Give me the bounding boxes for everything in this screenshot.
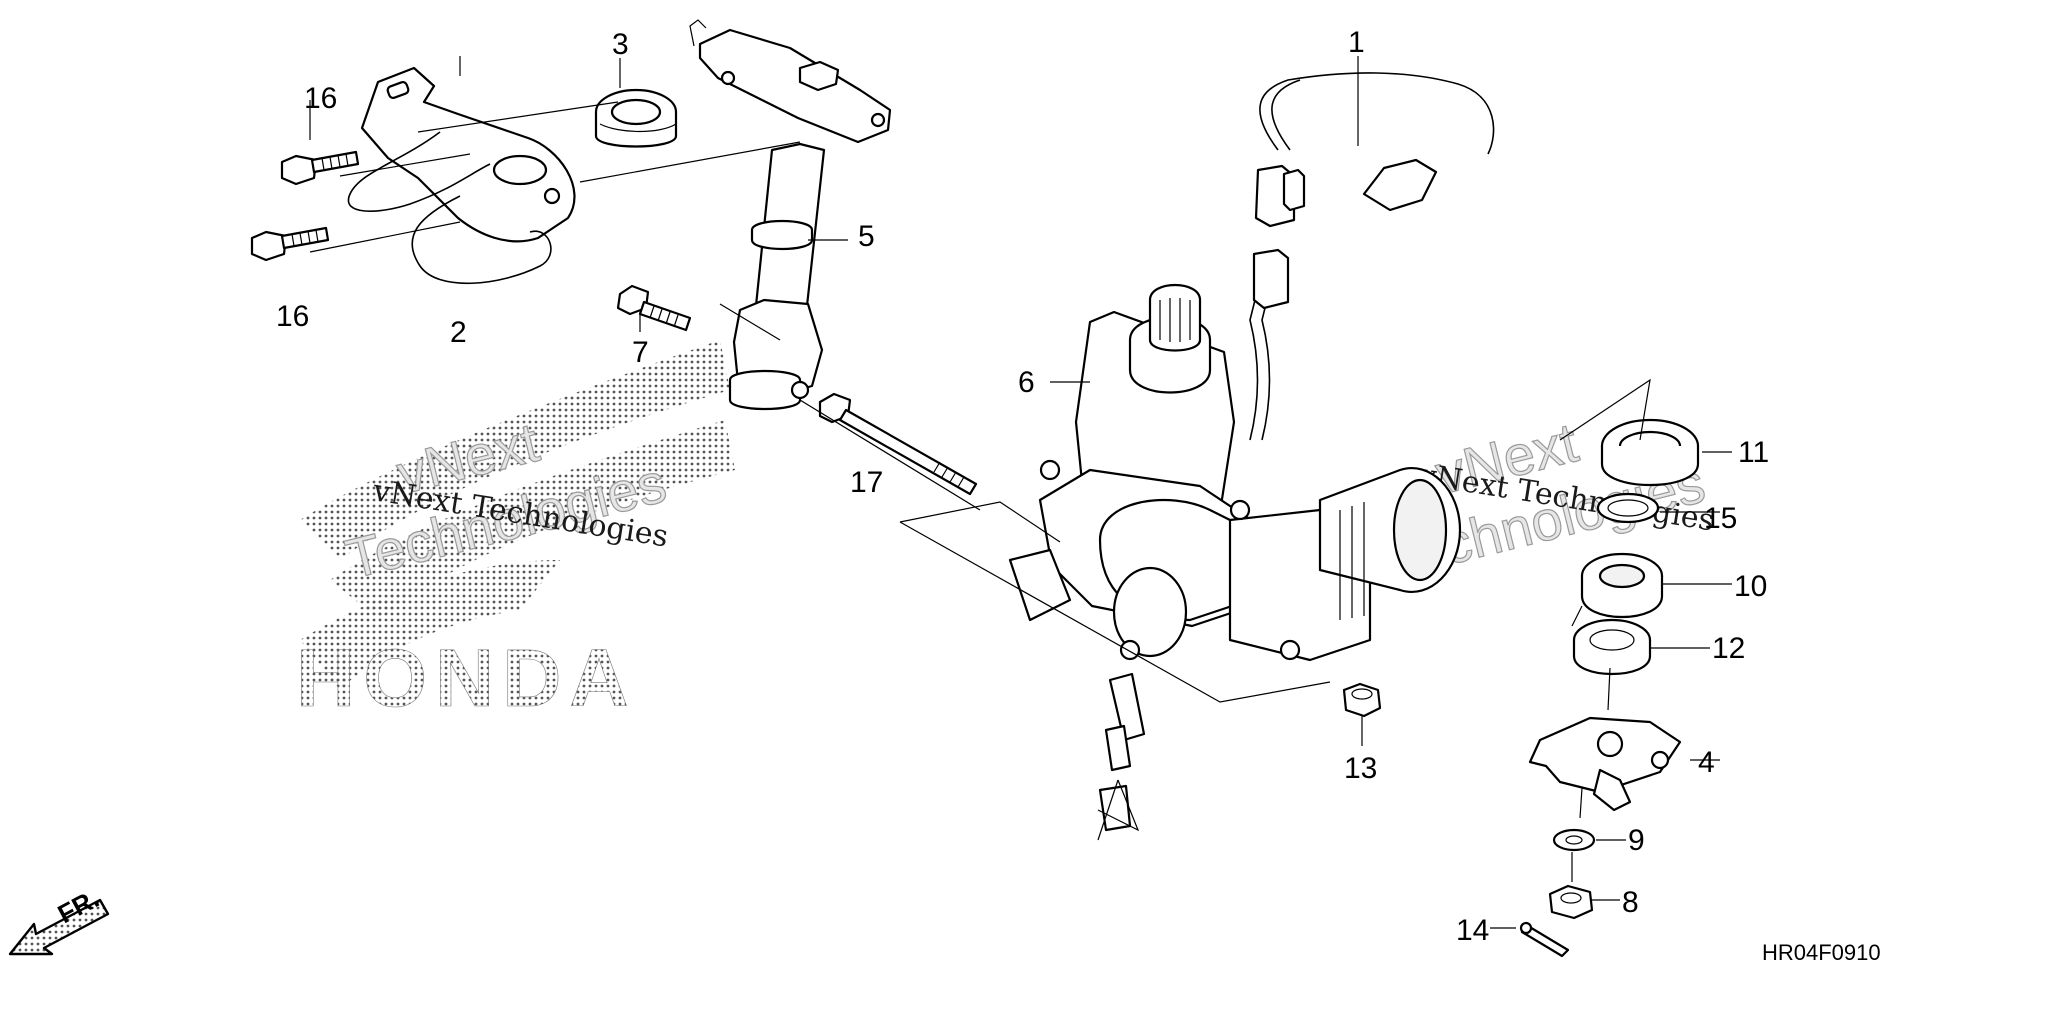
honda-wing-logo [300,340,735,690]
honda-brand-text: HONDA [296,633,637,724]
callout-16-upper: 16 [304,82,337,115]
callout-4: 4 [1698,746,1715,779]
nut-13 [1342,682,1382,718]
bolt-17 [818,392,978,496]
callout-6: 6 [1018,366,1035,399]
steering-shaft-5 [689,19,892,411]
seal-11 [1600,418,1700,486]
front-direction-arrow: FR. [8,883,110,956]
bearing-10 [1580,552,1664,619]
callout-labels: 1 2 3 4 5 6 7 8 9 10 11 12 13 14 15 16 1… [276,26,1769,947]
callout-16-lower: 16 [276,300,309,333]
diagram-code: HR04F0910 [1762,940,1881,965]
callout-12: 12 [1712,632,1745,665]
callout-13: 13 [1344,752,1377,785]
callout-3: 3 [612,28,629,61]
bolt-16-lower [250,226,330,262]
wire-harness-1 [1252,72,1495,310]
callout-11: 11 [1738,436,1769,469]
callout-9: 9 [1628,824,1645,857]
leader-lines [309,56,1732,929]
cotter-pin-14 [1519,921,1570,958]
o-ring-15 [1596,492,1660,524]
callout-1: 1 [1348,26,1365,59]
bolt-7 [616,284,692,332]
callout-14: 14 [1456,914,1489,947]
callout-17: 17 [850,466,883,499]
callout-10: 10 [1734,570,1767,603]
callout-8: 8 [1622,886,1639,919]
callout-7: 7 [632,336,649,369]
washer-9 [1552,828,1596,852]
callout-2: 2 [450,316,467,349]
bracket-assembly [347,66,576,285]
bolt-16-upper [280,150,360,186]
pitman-arm-4 [1528,716,1682,812]
callout-15: 15 [1704,502,1737,535]
power-steering-unit-6 [1008,279,1462,832]
nut-8 [1548,884,1594,920]
seal-12 [1572,618,1652,676]
callout-5: 5 [858,220,875,253]
seal-3 [594,88,678,148]
